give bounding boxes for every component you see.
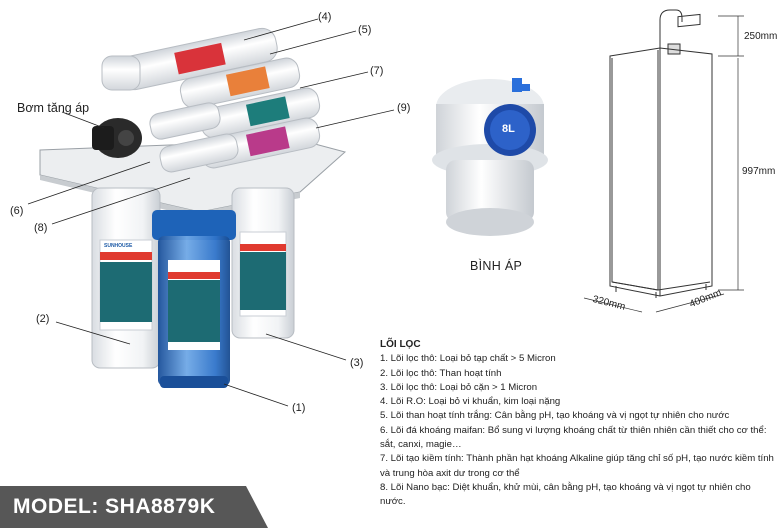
callout-6: (6): [10, 205, 24, 217]
filter-list: LÕI LỌC 1. Lõi lọc thô: Loại bỏ tạp chất…: [380, 338, 775, 510]
filter-item: 4. Lõi R.O: Loại bỏ vi khuẩn, kim loại n…: [380, 396, 561, 408]
dimension-lines: [583, 15, 744, 313]
model-bar-shape: [0, 486, 268, 528]
booster-pump: [92, 118, 142, 158]
callout-2: (2): [36, 313, 50, 325]
callout-8: (8): [34, 222, 48, 234]
filter-item: 2. Lõi lọc thô: Than hoạt tính: [380, 367, 502, 379]
callout-4: (4): [318, 11, 332, 23]
tank-label: BÌNH ÁP: [470, 259, 523, 273]
cabinet: [609, 9, 713, 298]
pressure-tank: [432, 78, 548, 236]
pump-label: Bơm tăng áp: [17, 101, 90, 115]
callout-1: (1): [292, 402, 306, 414]
filter-list-title: LÕI LỌC: [380, 339, 421, 350]
filter-item: 1. Lõi lọc thô: Loại bỏ tạp chất > 5 Mic…: [380, 353, 556, 365]
callout-5: (5): [358, 24, 372, 36]
filter-item: 3. Lõi lọc thô: Loại bỏ cặn > 1 Micron: [380, 381, 538, 393]
inline-filters: [101, 27, 321, 173]
housing-3: [231, 187, 295, 339]
filter-item: 8. Lõi Nano bạc: Diệt khuẩn, khử mùi, câ…: [380, 481, 751, 508]
callout-7: (7): [370, 65, 384, 77]
model-label: MODEL: SHA8879K: [13, 495, 216, 518]
callout-lines: [27, 18, 395, 407]
brand-label: SUNHOUSE: [104, 243, 133, 249]
dim-height: 997mm: [742, 166, 776, 177]
callout-9: (9): [397, 102, 411, 114]
filter-item: 5. Lõi than hoạt tính trắng: Cân bằng pH…: [380, 410, 730, 422]
tank-capacity: 8L: [502, 123, 515, 135]
housing-1-blue: [152, 210, 236, 388]
filter-item: 7. Lõi tạo kiềm tính: Thành phần hạt kho…: [380, 453, 774, 479]
filter-item: 6. Lõi đá khoáng maifan: Bổ sung vi lượn…: [380, 424, 767, 451]
callout-3: (3): [350, 357, 364, 369]
housing-2: [91, 187, 161, 369]
dim-top: 250mm: [744, 31, 778, 42]
